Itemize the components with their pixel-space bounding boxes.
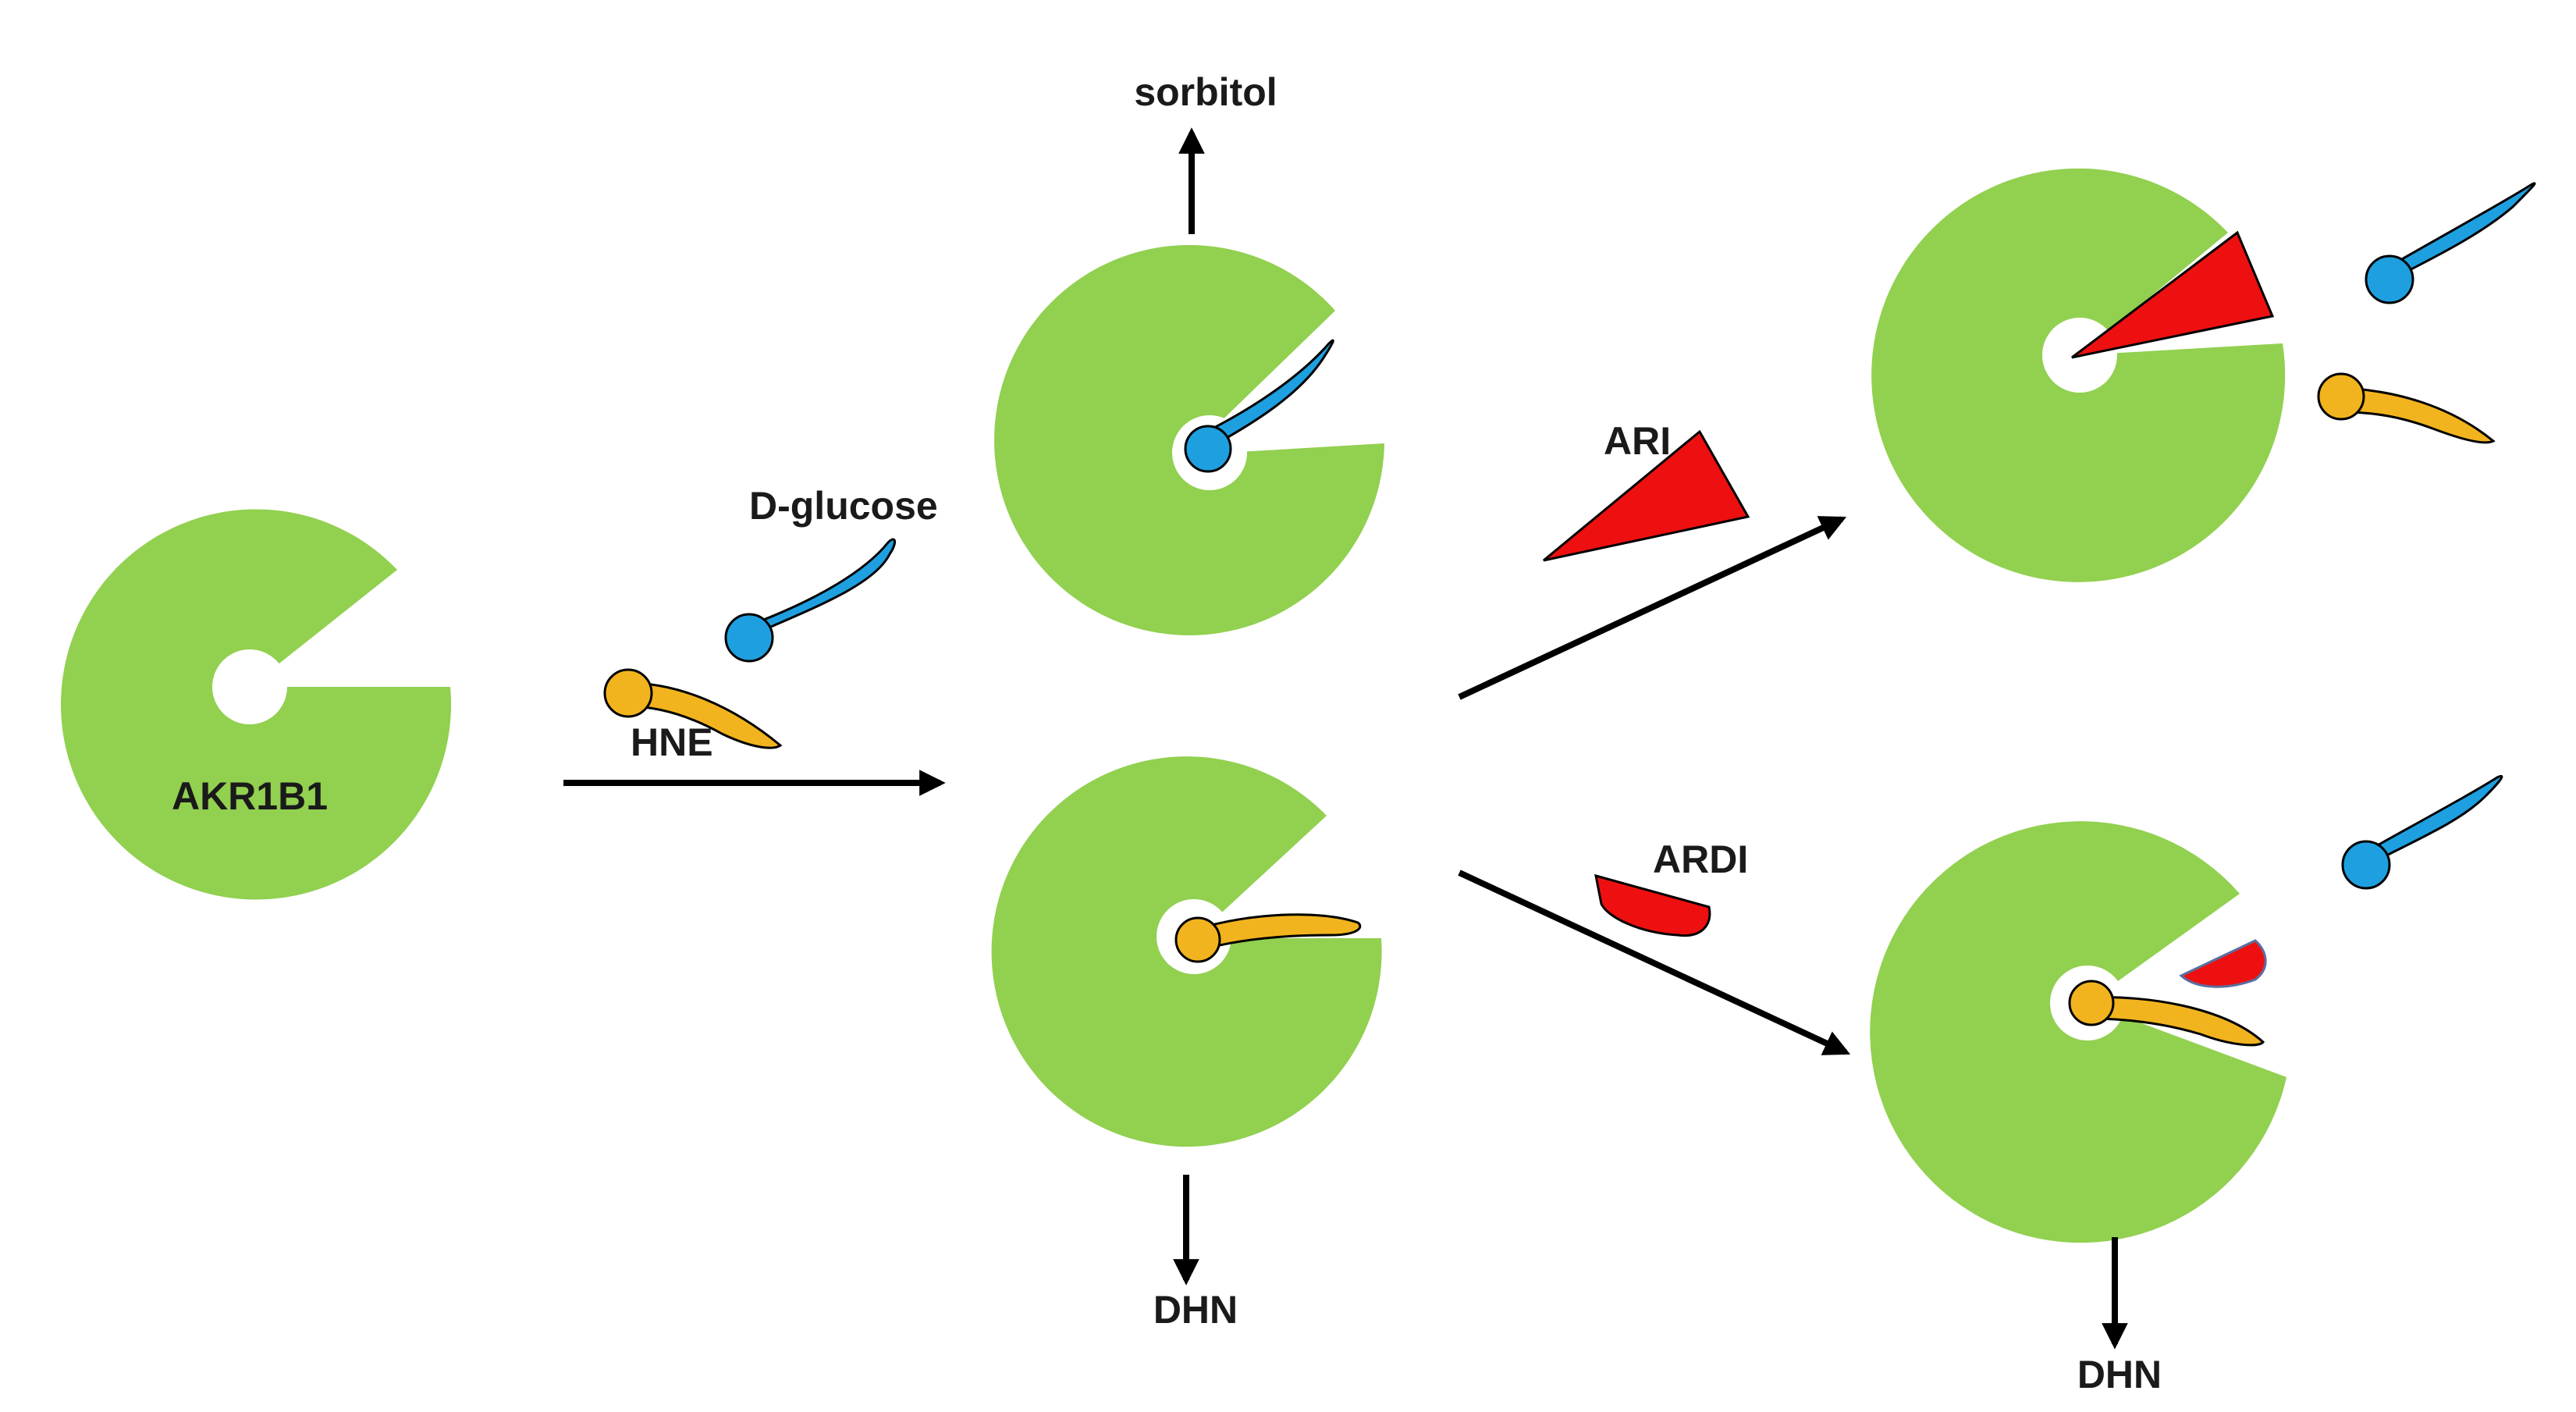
hne-tail xyxy=(2340,386,2496,444)
glucose-head xyxy=(2341,840,2391,890)
glucose-tail xyxy=(1204,339,1334,447)
hne-excluded xyxy=(2317,372,2496,444)
dhn-label-bottom: DHN xyxy=(2077,1353,2162,1396)
arrow-to-ardi-complex xyxy=(1458,870,1851,1055)
ari-label: ARI xyxy=(1604,419,1671,463)
enzyme-hne-complex xyxy=(991,756,1382,1147)
ardi-bound xyxy=(2179,939,2267,988)
enzyme-free: AKR1B1 xyxy=(61,509,452,900)
hne-head xyxy=(1174,916,1221,963)
ardi-label: ARDI xyxy=(1653,838,1748,881)
glucose-head xyxy=(724,613,774,663)
hne-tail xyxy=(2090,996,2265,1047)
glucose-excluded xyxy=(2365,182,2536,304)
glucose-tail xyxy=(2382,182,2536,283)
ari-inhibitor xyxy=(1543,429,1750,562)
enzyme-ari-complex xyxy=(1871,168,2286,582)
ardi-inhibitor xyxy=(1594,873,1711,937)
hne-head xyxy=(2317,372,2365,421)
enzyme-glucose-complex xyxy=(994,244,1384,635)
hne-head xyxy=(2068,980,2115,1026)
hne-head xyxy=(603,668,653,718)
glucose-tail xyxy=(2359,774,2503,869)
glucose-head xyxy=(1184,425,1232,473)
sorbitol-label: sorbitol xyxy=(1134,70,1277,114)
dhn-label-top: DHN xyxy=(1153,1288,1238,1332)
hne-tail xyxy=(1196,913,1362,952)
glucose-excluded xyxy=(2341,774,2503,890)
substrate-hne-free xyxy=(603,668,783,749)
enzyme-label: AKR1B1 xyxy=(172,774,328,818)
glucose-head xyxy=(2365,254,2414,304)
enzyme-ardi-complex xyxy=(1870,821,2286,1243)
ari-bound xyxy=(2071,230,2275,359)
glucose-label: D-glucose xyxy=(749,484,938,528)
hne-tail xyxy=(627,681,783,749)
glucose-tail xyxy=(744,538,896,638)
substrate-glucose-free xyxy=(724,538,896,663)
hne-label: HNE xyxy=(631,720,713,764)
arrow-to-ari-complex xyxy=(1458,516,1847,700)
enzyme-active-site xyxy=(212,649,287,724)
